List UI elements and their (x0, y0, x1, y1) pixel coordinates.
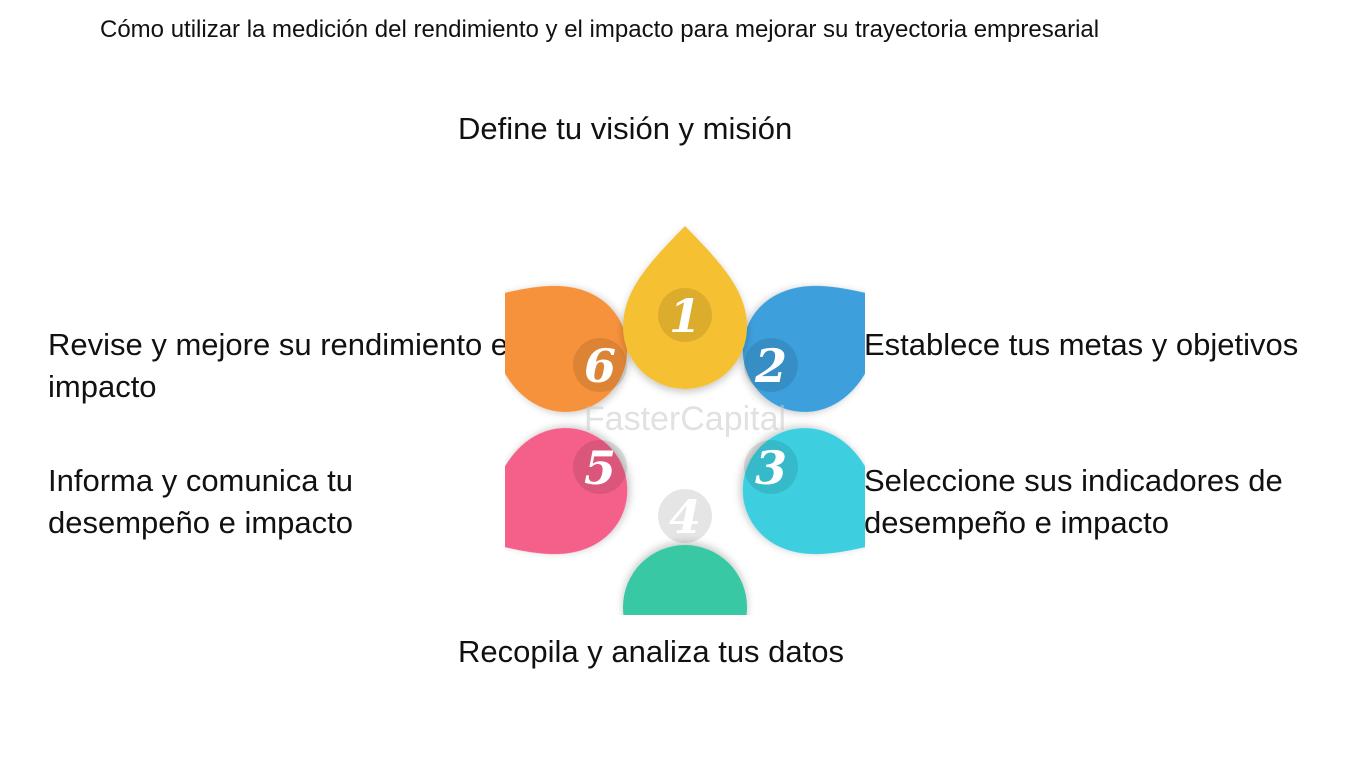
petal-5 (505, 428, 628, 555)
step-label-6: Revise y mejore su rendimiento e impacto (48, 327, 509, 404)
petal-number-6: 6 (584, 339, 616, 393)
step-label-4: Recopila y analiza tus datos (458, 634, 845, 669)
petal-1 (623, 226, 747, 389)
flower-diagram: FasterCapital 1 2 3 4 5 6 (505, 226, 865, 615)
badge-4: 4 (658, 489, 712, 544)
step-label-3: Seleccione sus indicadores de desempeño … (864, 463, 1283, 540)
petal-number-2: 2 (754, 339, 787, 393)
badge-6: 6 (573, 338, 627, 393)
watermark-text: FasterCapital (584, 400, 786, 438)
petal-4-shape (623, 545, 747, 615)
badge-2: 2 (744, 338, 798, 393)
petal-2-shape (742, 285, 865, 413)
petal-number-3: 3 (755, 441, 787, 495)
badge-1: 1 (658, 288, 712, 343)
petal-2 (742, 285, 865, 413)
petal-5-shape (505, 428, 628, 555)
petal-6-shape (505, 285, 628, 412)
step-label-5: Informa y comunica tu desempeño e impact… (48, 463, 354, 540)
petal-number-5: 5 (584, 441, 616, 495)
badge-3: 3 (744, 440, 798, 495)
step-label-2: Establece tus metas y objetivos (864, 327, 1299, 362)
petal-3-shape (742, 427, 865, 555)
page-title: Cómo utilizar la medición del rendimient… (100, 16, 1100, 43)
petal-3 (742, 427, 865, 555)
petal-6 (505, 285, 628, 412)
petal-number-1: 1 (669, 289, 701, 343)
petal-1-shape (623, 226, 747, 389)
petal-number-4: 4 (669, 490, 701, 544)
petal-4 (623, 545, 747, 615)
step-label-1: Define tu visión y misión (458, 111, 793, 146)
badge-5: 5 (573, 440, 627, 495)
